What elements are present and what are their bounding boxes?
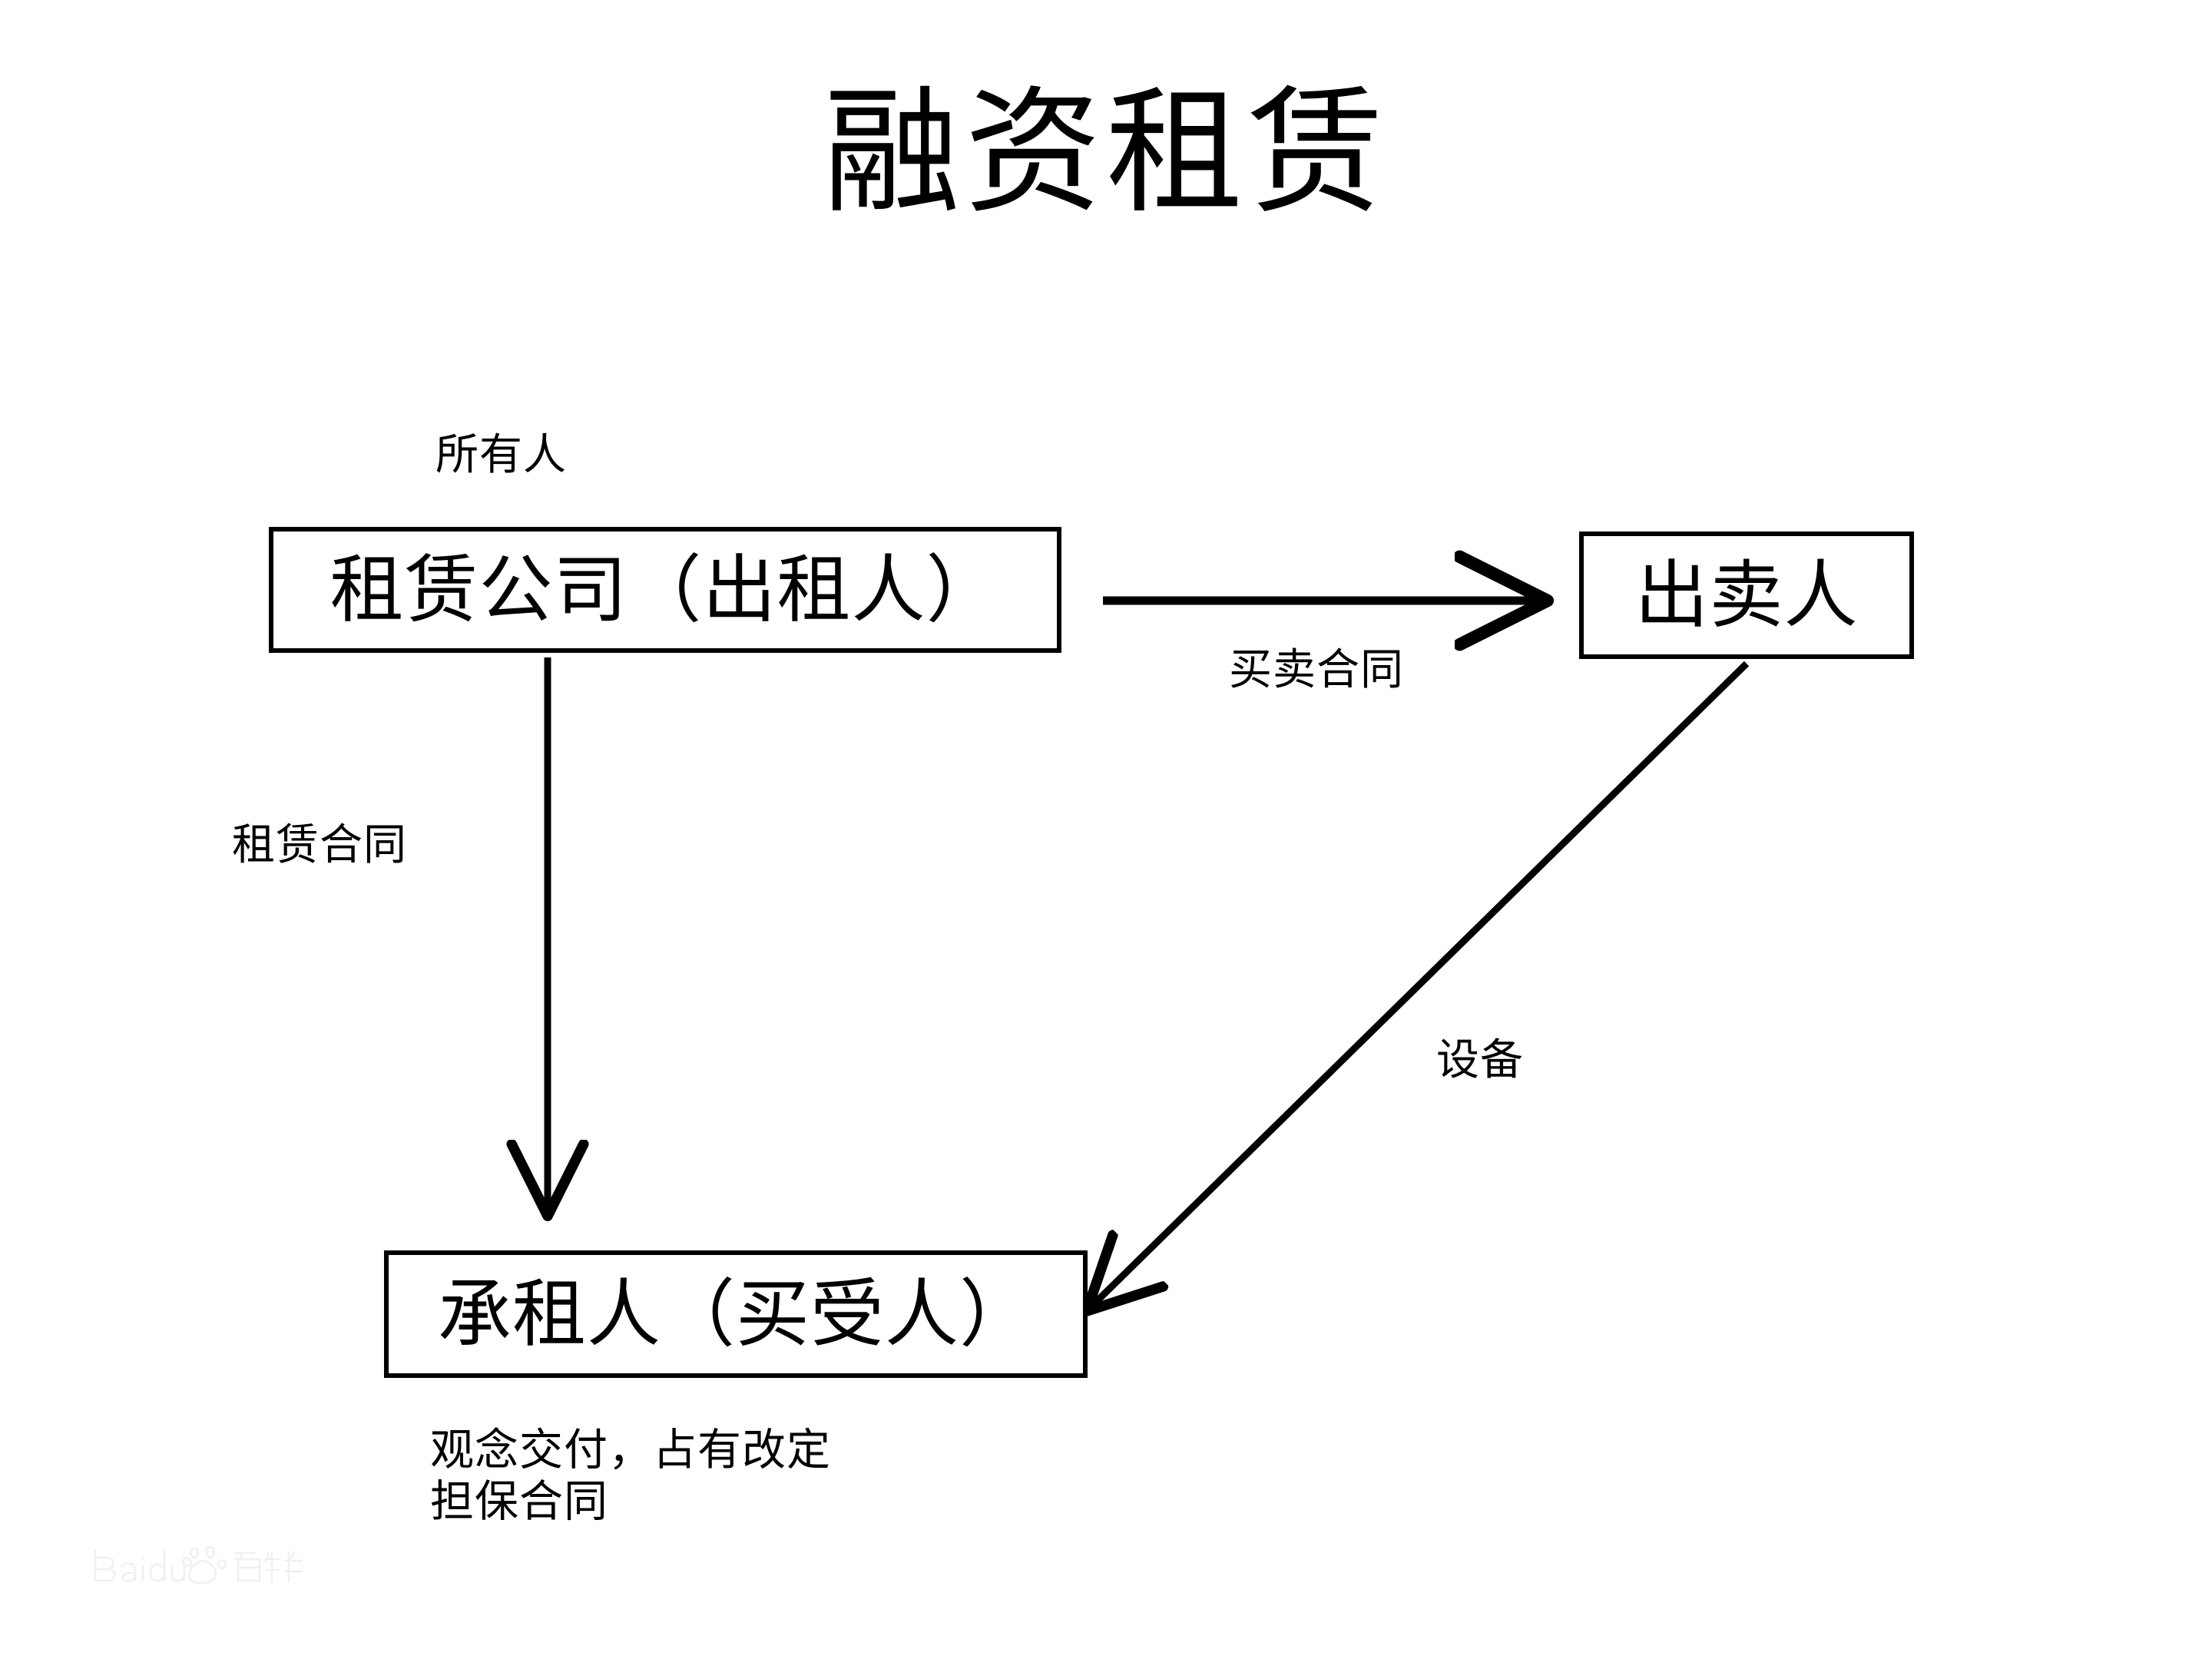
arrow-seller-to-lessee <box>1091 661 1750 1307</box>
node-lessee-buyer[interactable]: 承租人（买受人） <box>384 1250 1088 1378</box>
edge-label-sales-contract: 买卖合同 <box>1229 645 1404 695</box>
lessee-notes-line-1: 观念交付，占有改定 <box>430 1425 831 1475</box>
edge-label-lease-contract: 租赁合同 <box>232 820 407 870</box>
edge-label-equipment: 设备 <box>1436 1035 1524 1085</box>
node-seller-label: 出卖人 <box>1634 552 1859 638</box>
baidu-baike-watermark <box>94 1546 303 1584</box>
lessee-notes: 观念交付，占有改定 担保合同 <box>430 1425 831 1528</box>
node-seller[interactable]: 出卖人 <box>1579 531 1914 659</box>
node-leasing-company-lessor[interactable]: 租赁公司（出租人） <box>269 527 1061 653</box>
node-lessor-label: 租赁公司（出租人） <box>329 547 1001 633</box>
owner-label: 所有人 <box>435 430 567 480</box>
node-lessee-label: 承租人（买受人） <box>438 1271 1034 1357</box>
page-title: 融资租赁 <box>823 73 1389 232</box>
lessee-notes-line-2: 担保合同 <box>430 1476 608 1528</box>
